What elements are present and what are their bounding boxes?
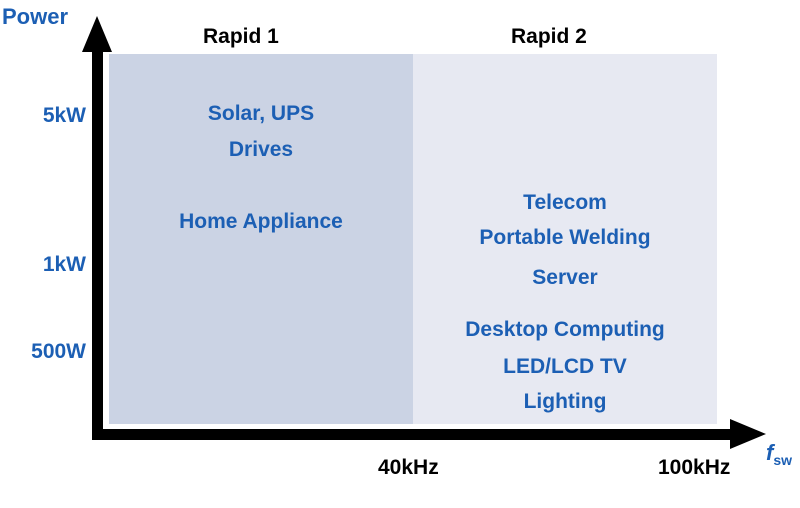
app-server: Server [532, 266, 598, 289]
app-home-appliance: Home Appliance [179, 210, 343, 233]
x-axis-title-main: f [766, 440, 774, 465]
y-axis-title: Power [2, 4, 69, 29]
app-drives: Drives [228, 138, 294, 161]
app-desktop-computing: Desktop Computing [465, 318, 665, 341]
app-lighting: Lighting [523, 390, 607, 413]
x-axis [92, 429, 735, 440]
y-tick-500w: 500W [31, 340, 86, 363]
rapid-2-title: Rapid 2 [511, 25, 587, 48]
x-axis-title-sub: sw [773, 452, 793, 468]
rapid-1-title: Rapid 1 [203, 25, 279, 48]
app-solar-ups: Solar, UPS [207, 102, 315, 125]
app-led-lcd-tv: LED/LCD TV [503, 355, 627, 378]
x-axis-title: fsw [766, 440, 792, 468]
app-portable-welding: Portable Welding [479, 226, 651, 249]
y-tick-1kw: 1kW [42, 253, 86, 276]
y-tick-5kw: 5kW [42, 104, 86, 127]
rapid-1-region [109, 54, 413, 424]
y-axis-arrow-icon [82, 16, 112, 52]
app-telecom: Telecom [523, 191, 607, 214]
x-axis-arrow-icon [730, 419, 766, 449]
rapid-2-region [413, 54, 717, 424]
y-axis [92, 50, 103, 440]
x-tick-40khz: 40kHz [378, 456, 439, 479]
x-tick-100khz: 100kHz [658, 456, 731, 479]
